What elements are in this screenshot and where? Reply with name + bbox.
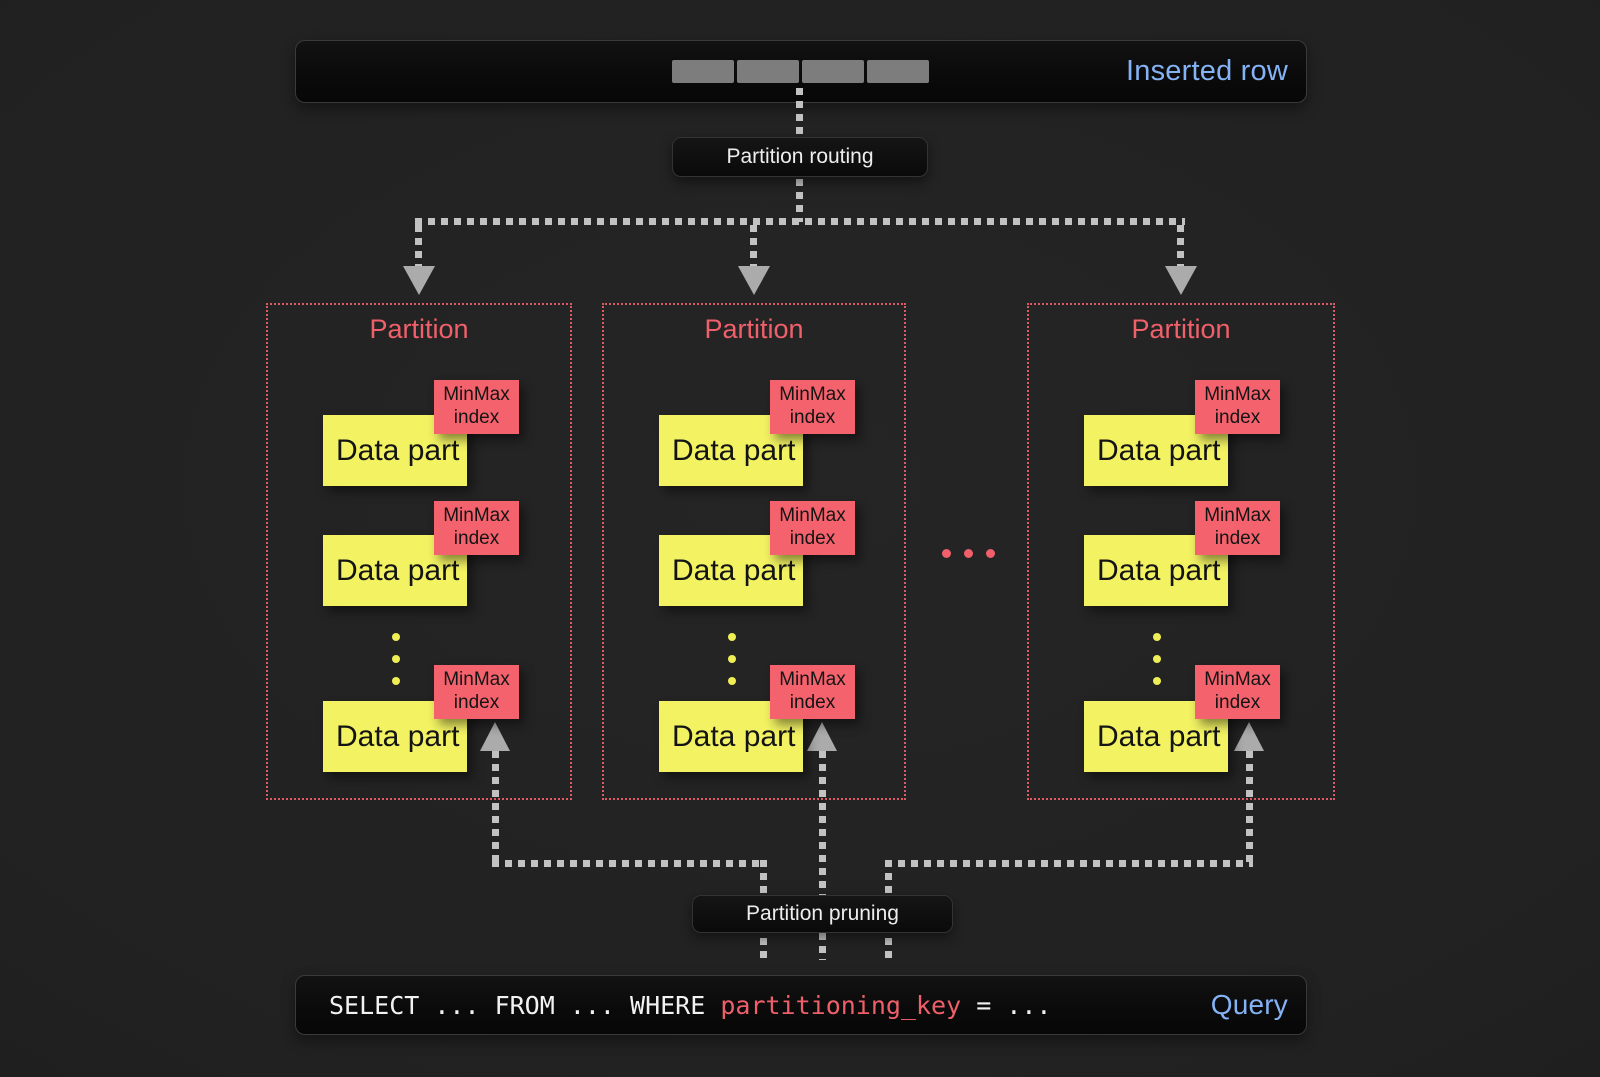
minmax-index-tag: MinMax index xyxy=(434,380,519,434)
query-label: Query xyxy=(1210,989,1288,1020)
partition-title: Partition xyxy=(369,314,469,344)
routing-drop-line-1 xyxy=(415,225,422,267)
partition-title: Partition xyxy=(704,314,804,344)
inserted-row-label: Inserted row xyxy=(1126,55,1288,87)
routing-branch-line xyxy=(415,218,1185,225)
row-cells xyxy=(672,60,929,83)
partition-routing-label: Partition routing xyxy=(672,137,928,177)
sql-suffix: = ... xyxy=(961,990,1052,1020)
pruning-branch-line-left xyxy=(492,860,767,867)
arrow-down-icon xyxy=(403,266,435,295)
partition-box-2: Partition MinMax index Data part MinMax … xyxy=(602,303,906,800)
more-data-parts-ellipsis xyxy=(1153,633,1161,699)
partition-pruning-label: Partition pruning xyxy=(692,895,953,933)
more-data-parts-ellipsis xyxy=(392,633,400,699)
routing-drop-line-2 xyxy=(750,225,757,267)
pruning-rise-line-3 xyxy=(1246,751,1253,865)
minmax-index-tag: MinMax index xyxy=(770,665,855,719)
more-partitions-ellipsis xyxy=(942,549,995,558)
minmax-index-tag: MinMax index xyxy=(434,665,519,719)
arrow-down-icon xyxy=(738,266,770,295)
arrow-down-icon xyxy=(1165,266,1197,295)
sql-query-text: SELECT ... FROM ... WHERE partitioning_k… xyxy=(329,991,1051,1020)
minmax-index-tag: MinMax index xyxy=(770,380,855,434)
routing-drop-line-3 xyxy=(1177,225,1184,267)
row-cell xyxy=(867,60,929,83)
minmax-index-tag: MinMax index xyxy=(434,501,519,555)
row-cell xyxy=(802,60,864,83)
data-part-box: Data part xyxy=(659,701,803,772)
partition-title: Partition xyxy=(1131,314,1231,344)
pruning-rise-line-2 xyxy=(819,751,826,960)
pruning-branch-line-right xyxy=(885,860,1253,867)
partition-box-1: Partition MinMax index Data part MinMax … xyxy=(266,303,572,800)
minmax-index-tag: MinMax index xyxy=(1195,665,1280,719)
sql-partitioning-key: partitioning_key xyxy=(720,990,962,1020)
sql-prefix: SELECT ... FROM ... WHERE xyxy=(329,990,721,1020)
query-bar: SELECT ... FROM ... WHERE partitioning_k… xyxy=(295,975,1307,1035)
partition-box-3: Partition MinMax index Data part MinMax … xyxy=(1027,303,1335,800)
minmax-index-tag: MinMax index xyxy=(1195,380,1280,434)
row-cell xyxy=(737,60,799,83)
minmax-index-tag: MinMax index xyxy=(770,501,855,555)
more-data-parts-ellipsis xyxy=(728,633,736,699)
pruning-rise-line-1 xyxy=(492,751,499,865)
row-cell xyxy=(672,60,734,83)
minmax-index-tag: MinMax index xyxy=(1195,501,1280,555)
